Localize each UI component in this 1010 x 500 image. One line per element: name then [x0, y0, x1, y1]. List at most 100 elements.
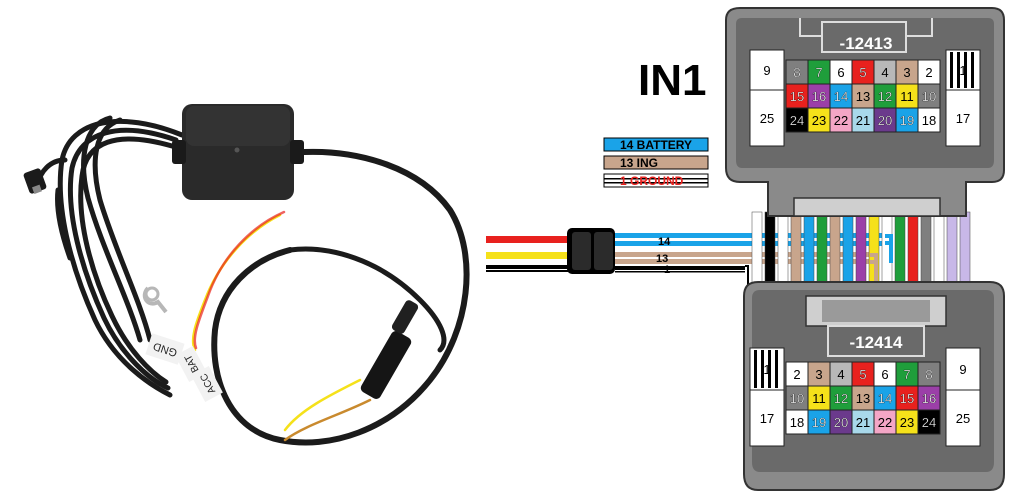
- svg-text:15: 15: [900, 391, 914, 406]
- harness-bundle: [751, 211, 971, 289]
- svg-text:9: 9: [959, 362, 966, 377]
- svg-text:7: 7: [815, 65, 822, 80]
- pin-9: 9: [945, 347, 981, 391]
- svg-text:20: 20: [878, 113, 892, 128]
- svg-text:14: 14: [834, 89, 848, 104]
- pin-12: 12: [873, 83, 897, 109]
- svg-text:18: 18: [922, 113, 936, 128]
- wire-number-14: 14: [658, 236, 671, 248]
- pin-25: 25: [945, 389, 981, 447]
- wire-ground-out: [615, 266, 745, 270]
- svg-text:21: 21: [856, 113, 870, 128]
- pin-24: 24: [917, 409, 941, 435]
- pin-17: 17: [945, 89, 981, 147]
- wire-legend: 14 BATTERY 13 ING 1 GROUND: [603, 137, 709, 188]
- bundle-wire: [920, 211, 932, 289]
- legend-label: 13 ING: [620, 156, 658, 170]
- svg-text:15: 15: [790, 89, 804, 104]
- wire-black-input: [486, 265, 570, 269]
- bundle-wire: [946, 211, 958, 289]
- svg-text:11: 11: [900, 89, 914, 104]
- spliced-wire: [885, 241, 893, 263]
- pin-13: 13: [851, 83, 875, 109]
- spliced-wire: [870, 260, 878, 282]
- pin-4: 4: [829, 361, 853, 387]
- pin-19: 19: [895, 107, 919, 133]
- wire-black-input-2: [486, 270, 570, 272]
- svg-text:13: 13: [856, 89, 870, 104]
- bundle-wire: [933, 211, 945, 289]
- coiled-usb-cable: [35, 115, 185, 398]
- svg-text:11: 11: [812, 391, 826, 406]
- wire-red-input: [486, 236, 570, 243]
- pin-5: 5: [851, 361, 875, 387]
- bundle-wire: [803, 211, 815, 289]
- svg-text:9: 9: [763, 63, 770, 78]
- pin-20: 20: [873, 107, 897, 133]
- svg-text:2: 2: [925, 65, 932, 80]
- svg-text:5: 5: [859, 65, 866, 80]
- pin-10: 10: [917, 83, 941, 109]
- svg-text:8: 8: [925, 367, 932, 382]
- pin-23: 23: [895, 409, 919, 435]
- legend-label: 1 GROUND: [620, 174, 684, 188]
- pin-7: 7: [807, 59, 831, 85]
- svg-text:8: 8: [793, 65, 800, 80]
- wire-yellow-input: [486, 252, 570, 259]
- svg-text:24: 24: [790, 113, 804, 128]
- legend-item: 14 BATTERY: [603, 137, 709, 152]
- bundle-wire: [907, 211, 919, 289]
- svg-text:2: 2: [793, 367, 800, 382]
- svg-text:14: 14: [878, 391, 892, 406]
- pin-15: 15: [785, 83, 809, 109]
- svg-text:23: 23: [900, 415, 914, 430]
- svg-text:22: 22: [878, 415, 892, 430]
- svg-text:24: 24: [922, 415, 936, 430]
- pin-22: 22: [873, 409, 897, 435]
- harness-tags: GND BAT ACC: [145, 333, 223, 402]
- hardwire-kit-illustration: GND BAT ACC: [23, 104, 470, 446]
- pin-18: 18: [785, 409, 809, 435]
- pin-17: 17: [749, 389, 785, 447]
- svg-text:3: 3: [815, 367, 822, 382]
- input-label: IN1: [638, 56, 706, 105]
- pin-1: 1: [749, 347, 785, 391]
- legend-label: 14 BATTERY: [620, 138, 692, 152]
- pin-13: 13: [851, 385, 875, 411]
- svg-text:12: 12: [834, 391, 848, 406]
- connector-top-label: -12413: [840, 34, 893, 53]
- pin-8: 8: [785, 59, 809, 85]
- wire-tan-out-2: [615, 259, 870, 264]
- ring-terminal: [142, 286, 168, 314]
- bundle-wire: [894, 211, 906, 289]
- bundle-wire: [751, 211, 763, 289]
- pin-15: 15: [895, 385, 919, 411]
- pin-1: 1: [945, 49, 981, 91]
- pin-10: 10: [785, 385, 809, 411]
- svg-text:20: 20: [834, 415, 848, 430]
- svg-text:12: 12: [878, 89, 892, 104]
- svg-text:22: 22: [834, 113, 848, 128]
- svg-text:6: 6: [837, 65, 844, 80]
- bundle-wire: [790, 211, 802, 289]
- svg-text:10: 10: [790, 391, 804, 406]
- pin-19: 19: [807, 409, 831, 435]
- svg-text:19: 19: [812, 415, 826, 430]
- svg-text:16: 16: [812, 89, 826, 104]
- splice-connector: [567, 228, 615, 274]
- pin-6: 6: [873, 361, 897, 387]
- bundle-wire: [816, 211, 828, 289]
- svg-text:4: 4: [881, 65, 888, 80]
- pin-21: 21: [851, 107, 875, 133]
- wire-tan-out-1: [615, 252, 870, 257]
- pin-11: 11: [807, 385, 831, 411]
- svg-text:3: 3: [903, 65, 910, 80]
- svg-text:7: 7: [903, 367, 910, 382]
- svg-text:18: 18: [790, 415, 804, 430]
- svg-text:1: 1: [763, 362, 770, 377]
- bundle-wire: [959, 211, 971, 289]
- svg-text:4: 4: [837, 367, 844, 382]
